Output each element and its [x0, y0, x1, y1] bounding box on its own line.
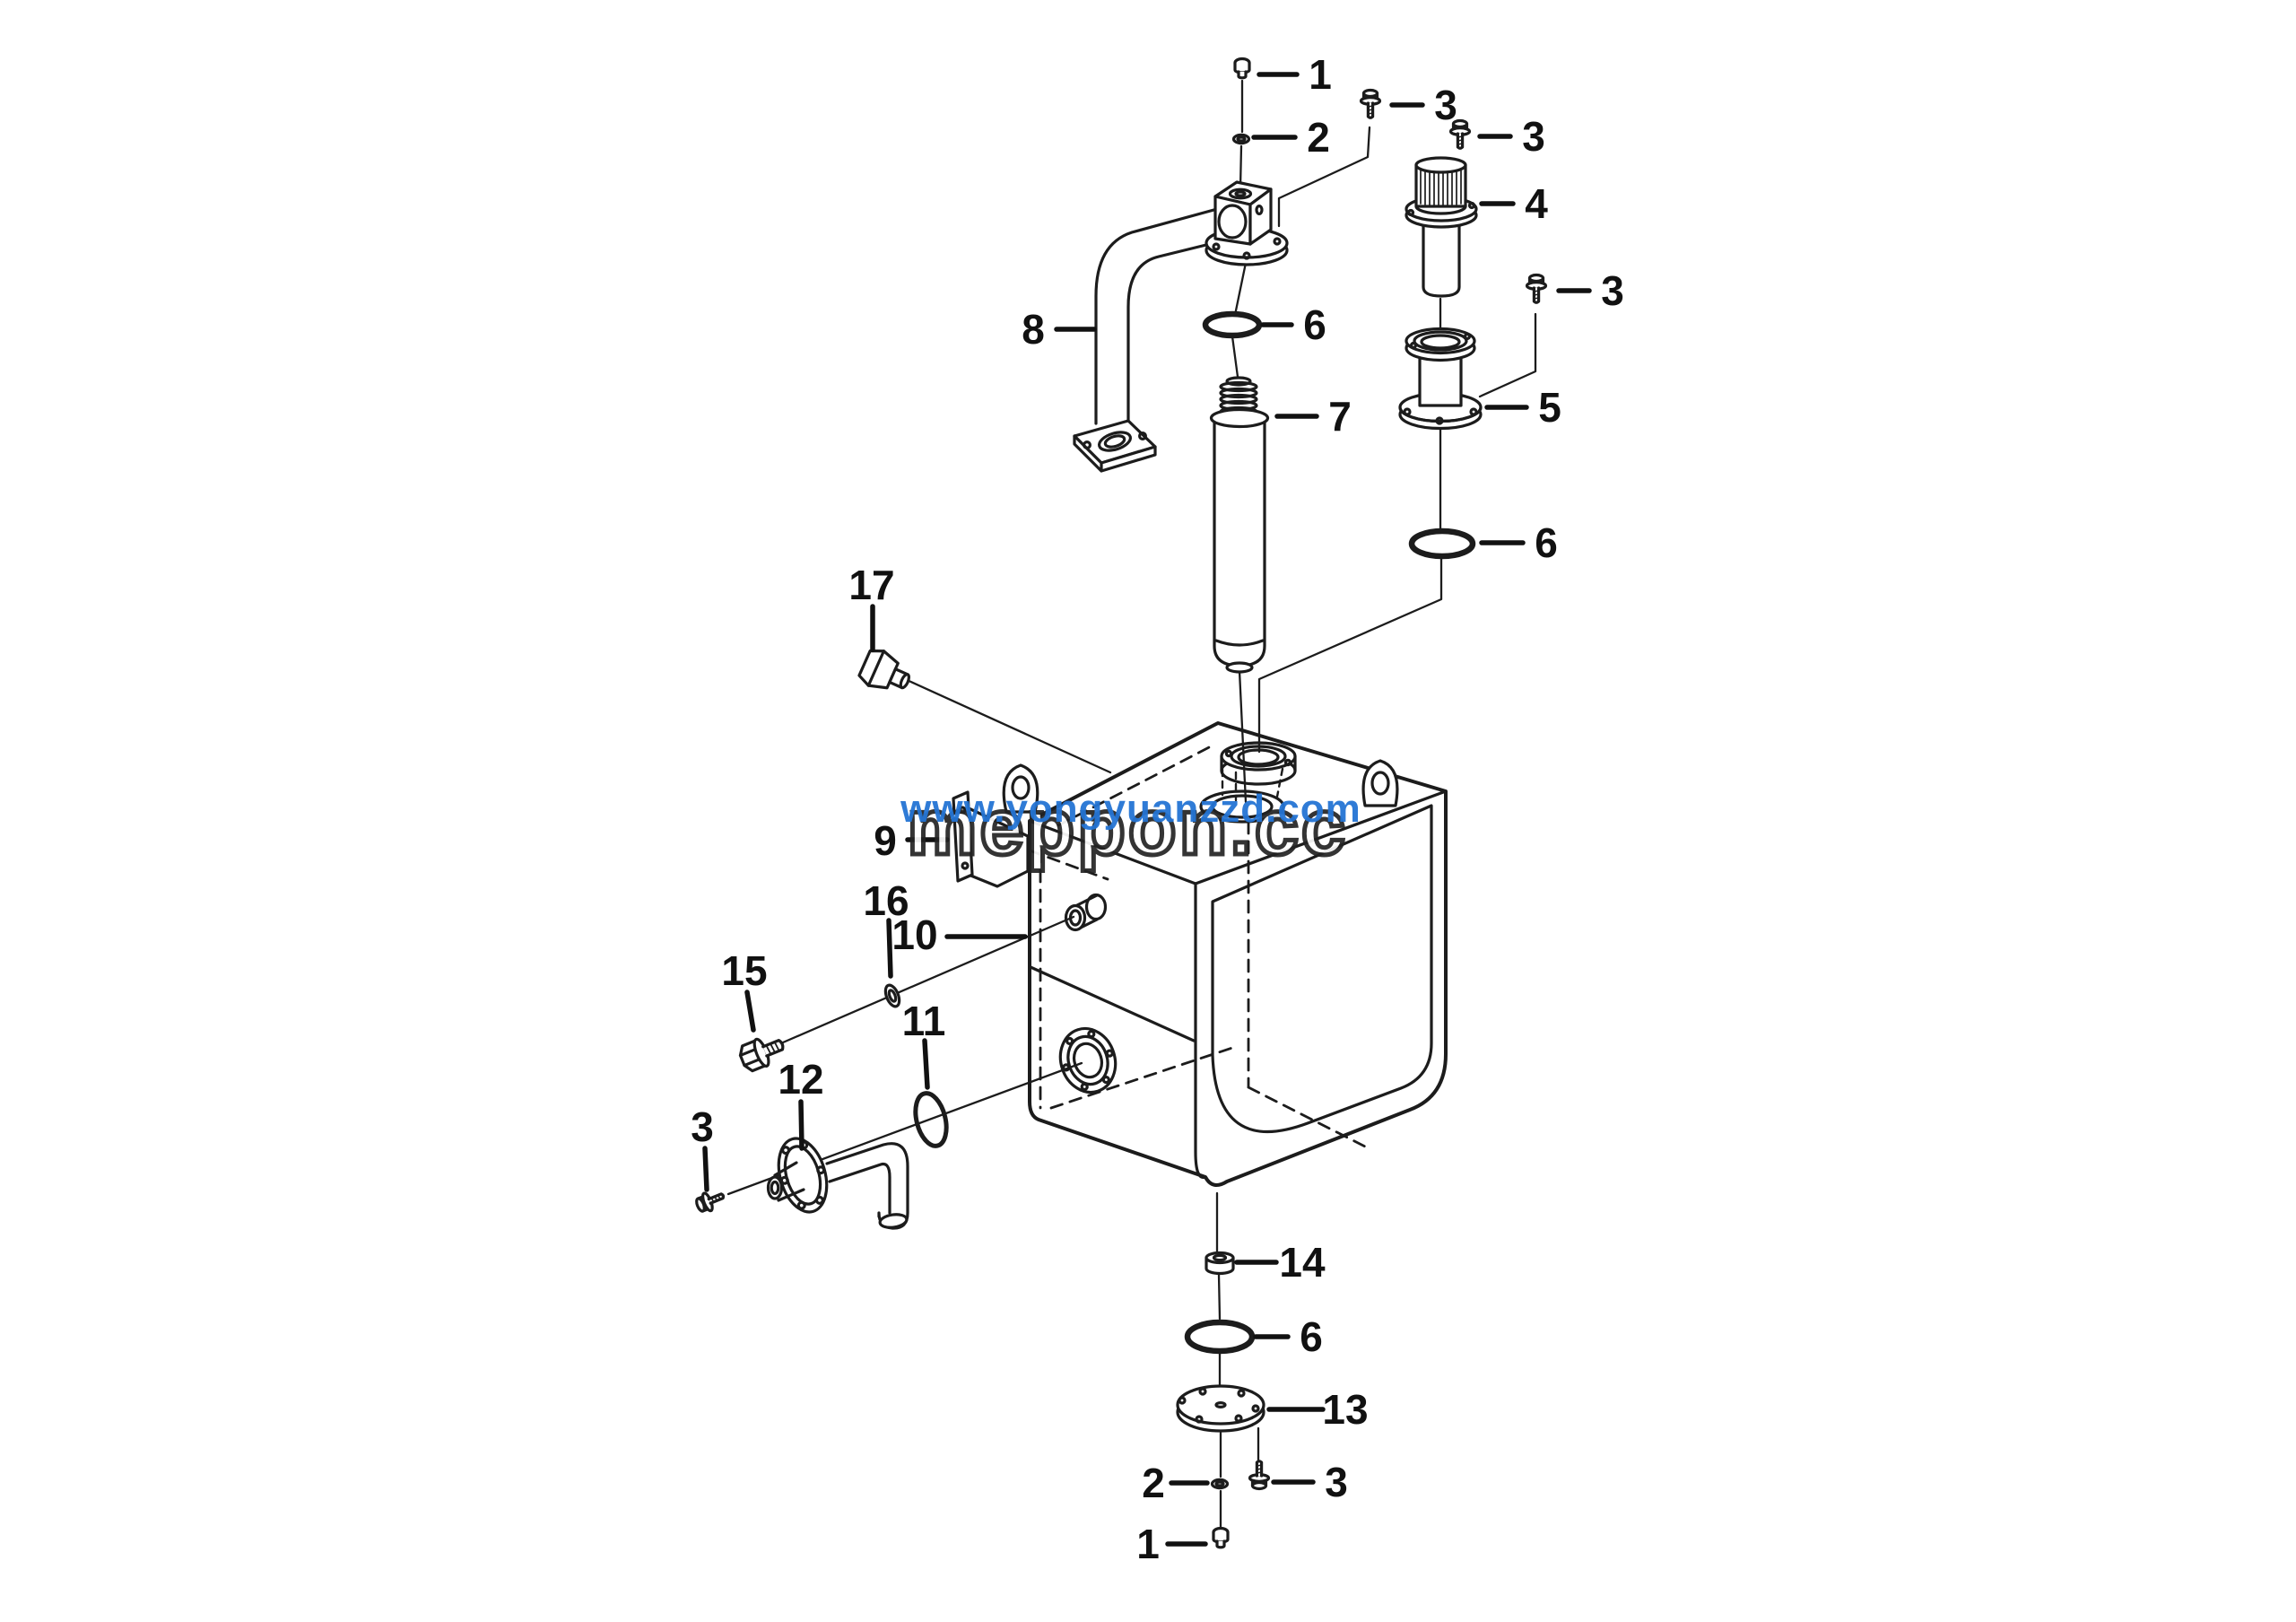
callout-label-3: 3	[1434, 82, 1457, 128]
callout-label-3: 3	[1325, 1459, 1348, 1505]
callout-label-17: 17	[848, 562, 894, 608]
part-2-ring-top	[1231, 133, 1251, 145]
callout-label-6: 6	[1535, 519, 1558, 566]
callout-label-3: 3	[691, 1103, 714, 1150]
tank-hidden-edge-bottom-left	[1049, 1044, 1239, 1110]
tank-left-seam	[1029, 965, 1196, 1042]
lifting-eye-left	[1002, 763, 1039, 814]
callout-label-1: 1	[1309, 51, 1332, 98]
part-14-grommet	[1205, 1251, 1235, 1276]
callout-label-1: 1	[1136, 1521, 1160, 1567]
part-6-oring-b	[1408, 528, 1476, 560]
tank-bushing-port	[1064, 893, 1108, 932]
part-13-cover-plate	[1176, 1384, 1265, 1433]
callout-label-6: 6	[1303, 301, 1326, 348]
part-16-washer	[883, 983, 901, 1008]
callout-label-7: 7	[1328, 393, 1352, 440]
part-2-ring-bottom	[1210, 1478, 1230, 1490]
tank-silhouette	[1028, 721, 1448, 1187]
tank-front-edge	[1194, 882, 1207, 1180]
callout-label-8: 8	[1022, 306, 1045, 353]
part-3-bolt-e	[1248, 1460, 1271, 1491]
callout-leader-3	[702, 1146, 709, 1192]
part-3-bolt-d	[692, 1185, 728, 1216]
lifting-eye-right	[1361, 759, 1399, 807]
callout-label-5: 5	[1538, 384, 1561, 431]
callout-label-9: 9	[874, 817, 897, 864]
callout-label-11: 11	[902, 998, 946, 1044]
tank-hidden-edge-bottom-right	[1247, 1086, 1367, 1148]
tank-flanged-port	[1058, 1026, 1118, 1094]
callout-label-3: 3	[1522, 113, 1545, 160]
part-6-oring-a	[1202, 310, 1263, 339]
callout-label-6: 6	[1300, 1313, 1323, 1360]
part-6-oring-c	[1184, 1319, 1256, 1355]
callout-label-12: 12	[778, 1056, 823, 1103]
part-7-return-filter	[1209, 376, 1270, 674]
part-17-plug	[857, 649, 911, 690]
callout-label-13: 13	[1322, 1386, 1368, 1433]
hydraulic-tank-body	[1002, 721, 1448, 1187]
callout-label-4: 4	[1525, 180, 1548, 227]
part-8-bent-suction-pipe	[1073, 180, 1289, 473]
callout-label-2: 2	[1307, 114, 1330, 161]
part-1-bolt-top	[1233, 57, 1251, 80]
part-11-oring	[913, 1091, 949, 1148]
callout-label-3: 3	[1601, 267, 1624, 314]
part-9-plate	[952, 790, 1030, 888]
callout-leader-16	[886, 918, 893, 979]
callout-leader-11	[922, 1038, 930, 1090]
tank-top-seam-dashed	[1057, 745, 1213, 827]
collar-projection-dashed	[1221, 767, 1284, 802]
part-3-bolt-a	[1359, 88, 1382, 119]
callout-label-15: 15	[721, 947, 767, 994]
part-1-bolt-bottom	[1212, 1526, 1230, 1549]
tank-topleft-edge	[1028, 819, 1197, 885]
tank-filler-collar	[1220, 741, 1297, 786]
part-12-suction-tube	[766, 1137, 909, 1230]
part-4-filler-cap	[1405, 156, 1478, 298]
watermark-url-text: www.yongyuanzzd.com	[900, 787, 1361, 831]
tank-topright-edge	[1194, 789, 1448, 885]
tank-right-panel	[1211, 804, 1433, 1133]
watermark-outline-text: meppon.cc	[907, 782, 1348, 871]
part-3-bolt-c	[1525, 273, 1548, 304]
callout-label-2: 2	[1142, 1460, 1165, 1506]
callout-label-16: 16	[863, 877, 909, 924]
part-5-filler-neck	[1398, 327, 1483, 431]
callout-leader-12	[798, 1099, 804, 1151]
callout-leader-15	[744, 990, 756, 1033]
callout-label-10: 10	[891, 911, 937, 958]
callout-label-14: 14	[1279, 1239, 1326, 1286]
tank-topleft-hidden	[1028, 849, 1109, 881]
tank-filter-opening	[1199, 789, 1285, 824]
